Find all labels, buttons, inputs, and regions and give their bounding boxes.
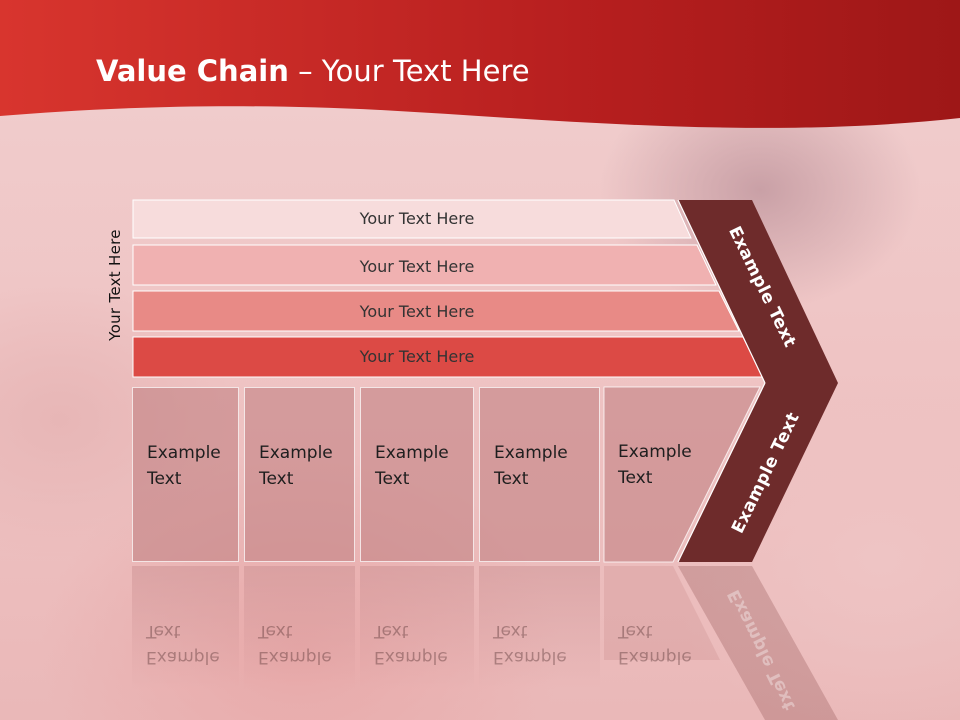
band-2	[132, 244, 717, 286]
r1-line1: Example	[146, 647, 220, 667]
band-3-label: Your Text Here	[359, 302, 475, 321]
band-3	[132, 290, 740, 332]
column-5-reflection-text: Example Text	[618, 618, 692, 670]
band-2-label: Your Text Here	[359, 257, 475, 276]
column-4-reflection: Example Text	[479, 566, 600, 720]
r3-line2: Text	[374, 621, 409, 641]
r5-line1: Example	[618, 647, 692, 667]
slide-title: Value Chain – Your Text Here	[96, 54, 530, 88]
column-5-line2: Text	[618, 468, 653, 488]
chevron-reflection	[678, 566, 838, 720]
band-1	[132, 199, 692, 239]
column-2-reflection: Example Text	[244, 566, 355, 720]
column-4-line2: Text	[494, 469, 529, 489]
column-3-line2: Text	[375, 469, 410, 489]
column-2-line1: Example	[259, 443, 333, 463]
title-rest: – Your Text Here	[288, 54, 530, 88]
column-1-reflection: Example Text	[132, 566, 239, 720]
band-1-label: Your Text Here	[359, 209, 475, 228]
chevron-upper	[678, 200, 838, 383]
column-3-reflection-text: Example Text	[374, 618, 448, 670]
r3-line1: Example	[374, 647, 448, 667]
column-1-reflection-text: Example Text	[146, 618, 220, 670]
header-banner	[0, 0, 960, 128]
r4-line1: Example	[493, 647, 567, 667]
title-bold: Value Chain	[96, 54, 289, 88]
column-4-line1: Example	[494, 443, 568, 463]
column-3-reflection: Example Text	[360, 566, 474, 720]
column-2-reflection-text: Example Text	[258, 618, 332, 670]
side-label: Your Text Here	[106, 229, 124, 341]
column-5-reflection	[604, 566, 720, 660]
column-2-line2: Text	[259, 469, 294, 489]
column-3-line1: Example	[375, 443, 449, 463]
column-5-box	[603, 386, 761, 563]
r2-line1: Example	[258, 647, 332, 667]
r2-line2: Text	[258, 621, 293, 641]
header: Value Chain – Your Text Here	[0, 0, 960, 140]
r1-line2: Text	[146, 621, 181, 641]
r4-line2: Text	[493, 621, 528, 641]
column-5-line1: Example	[618, 442, 692, 462]
chevron-lower	[678, 383, 838, 562]
column-1-line2: Text	[147, 469, 182, 489]
band-4-label: Your Text Here	[359, 347, 475, 366]
column-5-reflection-wrap: Example Text	[604, 566, 714, 720]
column-1-line1: Example	[147, 443, 221, 463]
r5-line2: Text	[618, 621, 653, 641]
column-4-reflection-text: Example Text	[493, 618, 567, 670]
